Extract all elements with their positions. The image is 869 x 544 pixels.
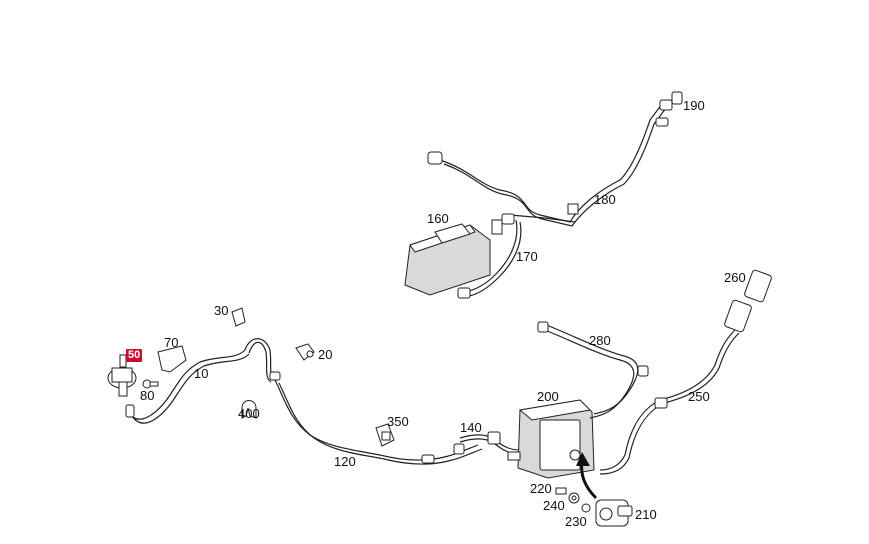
label-240[interactable]: 240 xyxy=(543,498,565,513)
label-400[interactable]: 400 xyxy=(238,406,260,421)
sensor-260[interactable] xyxy=(724,269,772,333)
label-50[interactable]: 50 xyxy=(126,349,143,362)
washer-240[interactable] xyxy=(568,492,580,504)
assembly-arrow-head xyxy=(576,452,590,466)
label-30[interactable]: 30 xyxy=(214,303,229,318)
label-350[interactable]: 350 xyxy=(387,414,409,429)
label-230[interactable]: 230 xyxy=(565,514,587,529)
hose-170[interactable] xyxy=(457,219,522,299)
hose-280[interactable] xyxy=(537,321,649,419)
label-140[interactable]: 140 xyxy=(460,420,482,435)
hose-120[interactable] xyxy=(269,371,483,465)
clip-20[interactable] xyxy=(295,343,315,361)
label-280[interactable]: 280 xyxy=(589,333,611,348)
valve-50[interactable] xyxy=(107,354,137,397)
label-210[interactable]: 210 xyxy=(635,507,657,522)
bracket-70[interactable] xyxy=(157,345,187,373)
hose-250[interactable] xyxy=(599,329,740,475)
label-200[interactable]: 200 xyxy=(537,389,559,404)
label-260[interactable]: 260 xyxy=(724,270,746,285)
label-70[interactable]: 70 xyxy=(164,335,179,350)
hose-140[interactable] xyxy=(459,431,521,455)
label-160[interactable]: 160 xyxy=(427,211,449,226)
label-250[interactable]: 250 xyxy=(688,389,710,404)
label-180[interactable]: 180 xyxy=(594,192,616,207)
label-220[interactable]: 220 xyxy=(530,481,552,496)
canister-160[interactable] xyxy=(404,213,515,296)
valve-210[interactable] xyxy=(595,499,633,527)
label-190[interactable]: 190 xyxy=(683,98,705,113)
hose-180-190[interactable] xyxy=(427,91,683,227)
label-10[interactable]: 10 xyxy=(194,366,209,381)
clamp-400[interactable] xyxy=(241,400,257,419)
screw-220[interactable] xyxy=(555,487,567,495)
canister-200[interactable] xyxy=(507,399,595,479)
label-120[interactable]: 120 xyxy=(334,454,356,469)
label-20[interactable]: 20 xyxy=(318,347,333,362)
label-170[interactable]: 170 xyxy=(516,249,538,264)
clip-350[interactable] xyxy=(375,423,395,447)
screw-80[interactable] xyxy=(142,379,159,389)
hose-10[interactable] xyxy=(125,349,250,424)
label-80[interactable]: 80 xyxy=(140,388,155,403)
line-30[interactable] xyxy=(231,307,276,383)
washer-230[interactable] xyxy=(581,503,591,513)
